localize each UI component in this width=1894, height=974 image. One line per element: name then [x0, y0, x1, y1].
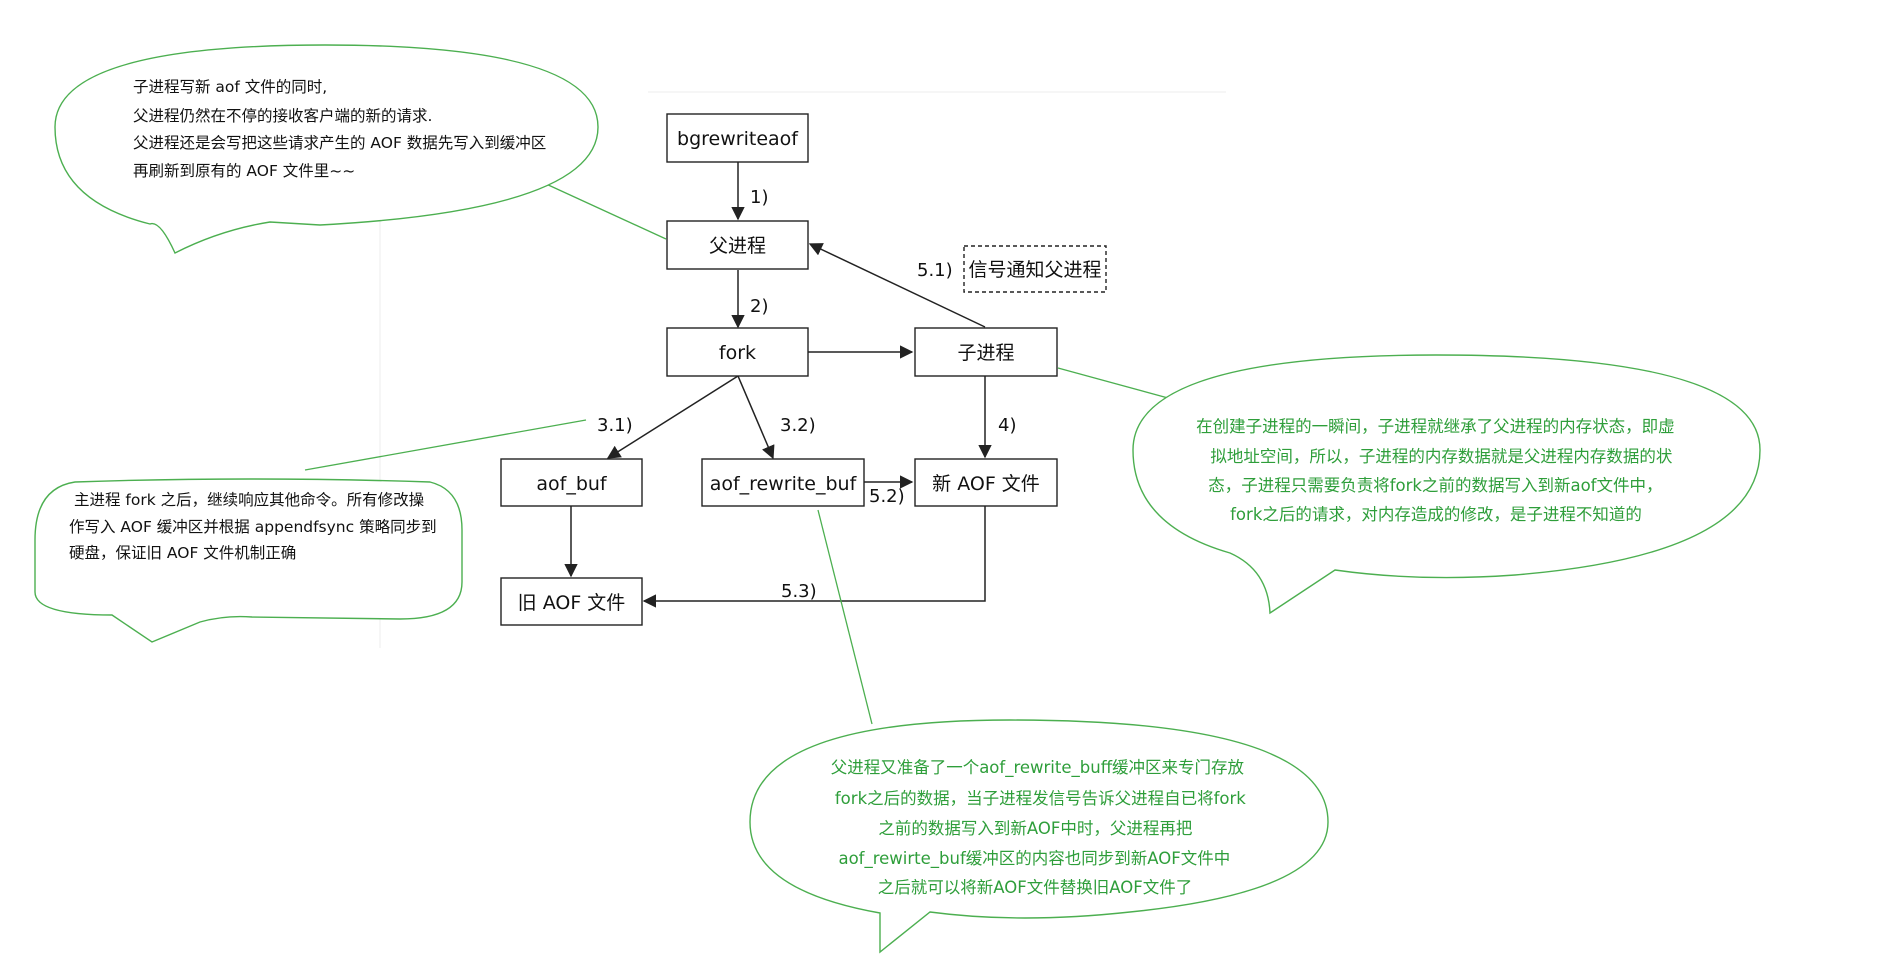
node-old-aof-file-label: 旧 AOF 文件: [518, 592, 626, 614]
note-right-callout: 在创建子进程的一瞬间，子进程就继承了父进程的内存状态，即虚 拟地址空间，所以，子…: [1057, 354, 1761, 615]
node-child-process: 子进程: [914, 327, 1058, 377]
node-aof-rewrite-buf: aof_rewrite_buf: [701, 458, 865, 507]
note-right-line-2: 拟地址空间，所以，子进程的内存数据就是父进程内存数据的状: [1210, 447, 1673, 466]
node-new-aof-file-label: 新 AOF 文件: [932, 473, 1040, 495]
note-bottom-callout: 父进程又准备了一个aof_rewrite_buff缓冲区来专门存放 fork之后…: [749, 509, 1329, 954]
node-aof-rewrite-buf-label: aof_rewrite_buf: [710, 473, 858, 495]
note-bottom-text: 父进程又准备了一个aof_rewrite_buff缓冲区来专门存放 fork之后…: [831, 758, 1251, 897]
note-bottom-line-5: 之后就可以将新AOF文件替换旧AOF文件了: [878, 878, 1192, 897]
note-left-line-2: 作写入 AOF 缓冲区并根据 appendfsync 策略同步到: [69, 518, 437, 536]
note-bottom-line-1: 父进程又准备了一个aof_rewrite_buff缓冲区来专门存放: [831, 758, 1245, 778]
node-child-process-label: 子进程: [957, 342, 1014, 364]
note-left-pointer: [304, 419, 587, 471]
node-parent-process: 父进程: [666, 220, 809, 270]
note-right-pointer: [1057, 367, 1169, 399]
edge-label-1: 1): [750, 187, 768, 208]
edge-fork-to-aof-rewrite-buf: [737, 375, 775, 460]
note-top-left-text: 子进程写新 aof 文件的同时, 父进程仍然在不停的接收客户端的新的请求. 父进…: [133, 78, 551, 180]
node-signal-parent-label: 信号通知父进程: [968, 259, 1101, 281]
node-aof-buf: aof_buf: [500, 458, 643, 507]
edge-child-to-parent: [808, 243, 986, 328]
note-bottom-line-4: aof_rewirte_buf缓冲区的内容也同步到新AOF文件中: [838, 849, 1230, 869]
node-aof-buf-label: aof_buf: [536, 473, 608, 495]
note-top-left-line-3: 父进程还是会写把这些请求产生的 AOF 数据先写入到缓冲区: [133, 134, 546, 152]
edge-label-5-3: 5.3): [781, 581, 817, 602]
note-bottom-line-2: fork之后的数据，当子进程发信号告诉父进程自已将fork: [835, 789, 1246, 808]
edge-label-3-2: 3.2): [780, 415, 816, 436]
node-parent-process-label: 父进程: [709, 235, 766, 257]
note-left-callout: 主进程 fork 之后，继续响应其他命令。所有修改操 作写入 AOF 缓冲区并根…: [34, 419, 587, 643]
note-top-left-line-4: 再刷新到原有的 AOF 文件里~~: [133, 162, 355, 180]
node-bgrewriteaof-label: bgrewriteaof: [677, 128, 799, 150]
node-signal-parent: 信号通知父进程: [963, 245, 1107, 293]
node-fork-label: fork: [719, 342, 756, 364]
node-new-aof-file: 新 AOF 文件: [914, 458, 1058, 507]
node-old-aof-file: 旧 AOF 文件: [500, 577, 643, 626]
note-right-line-1: 在创建子进程的一瞬间，子进程就继承了父进程的内存状态，即虚: [1196, 417, 1675, 436]
edge-label-3-1: 3.1): [597, 415, 633, 436]
note-bottom-bubble: [749, 719, 1329, 954]
note-right-line-4: fork之后的请求，对内存造成的修改，是子进程不知道的: [1230, 505, 1642, 524]
note-bottom-line-3: 之前的数据写入到新AOF中时，父进程再把: [878, 819, 1192, 838]
note-right-line-3: 态，子进程只需要负责将fork之前的数据写入到新aof文件中，: [1208, 476, 1662, 495]
note-bottom-pointer: [817, 509, 873, 725]
note-left-text: 主进程 fork 之后，继续响应其他命令。所有修改操 作写入 AOF 缓冲区并根…: [69, 490, 442, 562]
note-top-left-bubble: [54, 44, 599, 254]
edge-new-aof-to-old-aof: [642, 506, 986, 608]
edge-label-4: 4): [998, 415, 1016, 436]
node-bgrewriteaof: bgrewriteaof: [666, 113, 809, 163]
note-left-bubble: [34, 478, 463, 643]
edge-label-5-1: 5.1): [917, 260, 953, 281]
note-top-left-callout: 子进程写新 aof 文件的同时, 父进程仍然在不停的接收客户端的新的请求. 父进…: [54, 44, 667, 254]
edge-fork-to-aof-buf: [606, 375, 739, 459]
note-top-left-line-2: 父进程仍然在不停的接收客户端的新的请求.: [133, 107, 432, 125]
edge-label-2: 2): [750, 296, 768, 317]
note-right-text: 在创建子进程的一瞬间，子进程就继承了父进程的内存状态，即虚 拟地址空间，所以，子…: [1196, 417, 1680, 524]
edge-label-5-2: 5.2): [869, 486, 905, 507]
note-top-left-line-1: 子进程写新 aof 文件的同时,: [133, 78, 327, 96]
node-fork: fork: [666, 327, 809, 377]
note-right-bubble: [1132, 354, 1761, 615]
note-left-line-3: 硬盘，保证旧 AOF 文件机制正确: [69, 543, 296, 562]
note-left-line-1: 主进程 fork 之后，继续响应其他命令。所有修改操: [74, 490, 424, 509]
